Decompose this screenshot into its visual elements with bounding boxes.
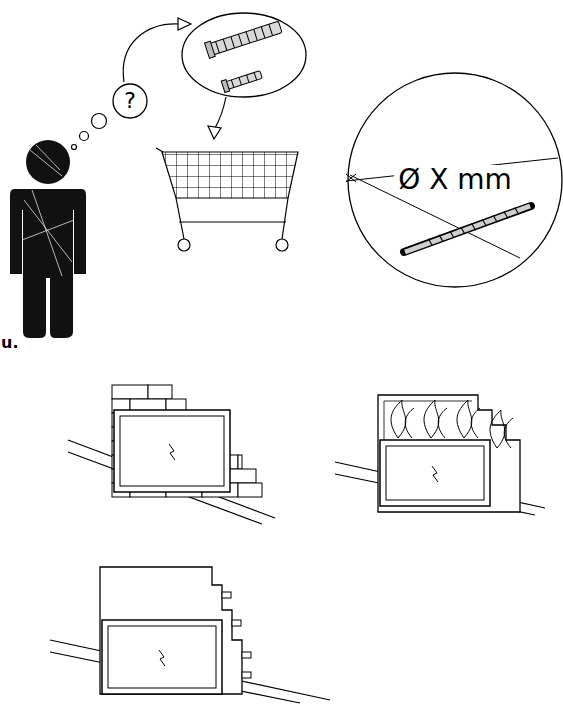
outline-circle [113, 84, 147, 118]
margin-text: u. [1, 334, 18, 352]
person-figure [10, 140, 86, 338]
node-text: Ø X mm [394, 165, 516, 196]
detail-lines [346, 158, 558, 258]
drill-bit [404, 206, 531, 252]
magnifier-circle: Ø X mm [347, 72, 563, 288]
brick-wall-scene [68, 385, 275, 524]
insulated-board-scene [335, 395, 545, 515]
long-wall-plug [205, 19, 283, 58]
person-head [26, 140, 70, 184]
node-text: ? [124, 89, 136, 113]
thought-dots [72, 114, 107, 150]
short-wall-plug [221, 69, 263, 93]
person-shading [22, 145, 74, 336]
shopping-cart [156, 148, 298, 251]
solid-wall-scene [50, 567, 330, 703]
thought-bubble: ? [112, 83, 148, 119]
parts-ellipse [182, 13, 306, 97]
outline-circle [348, 73, 562, 287]
